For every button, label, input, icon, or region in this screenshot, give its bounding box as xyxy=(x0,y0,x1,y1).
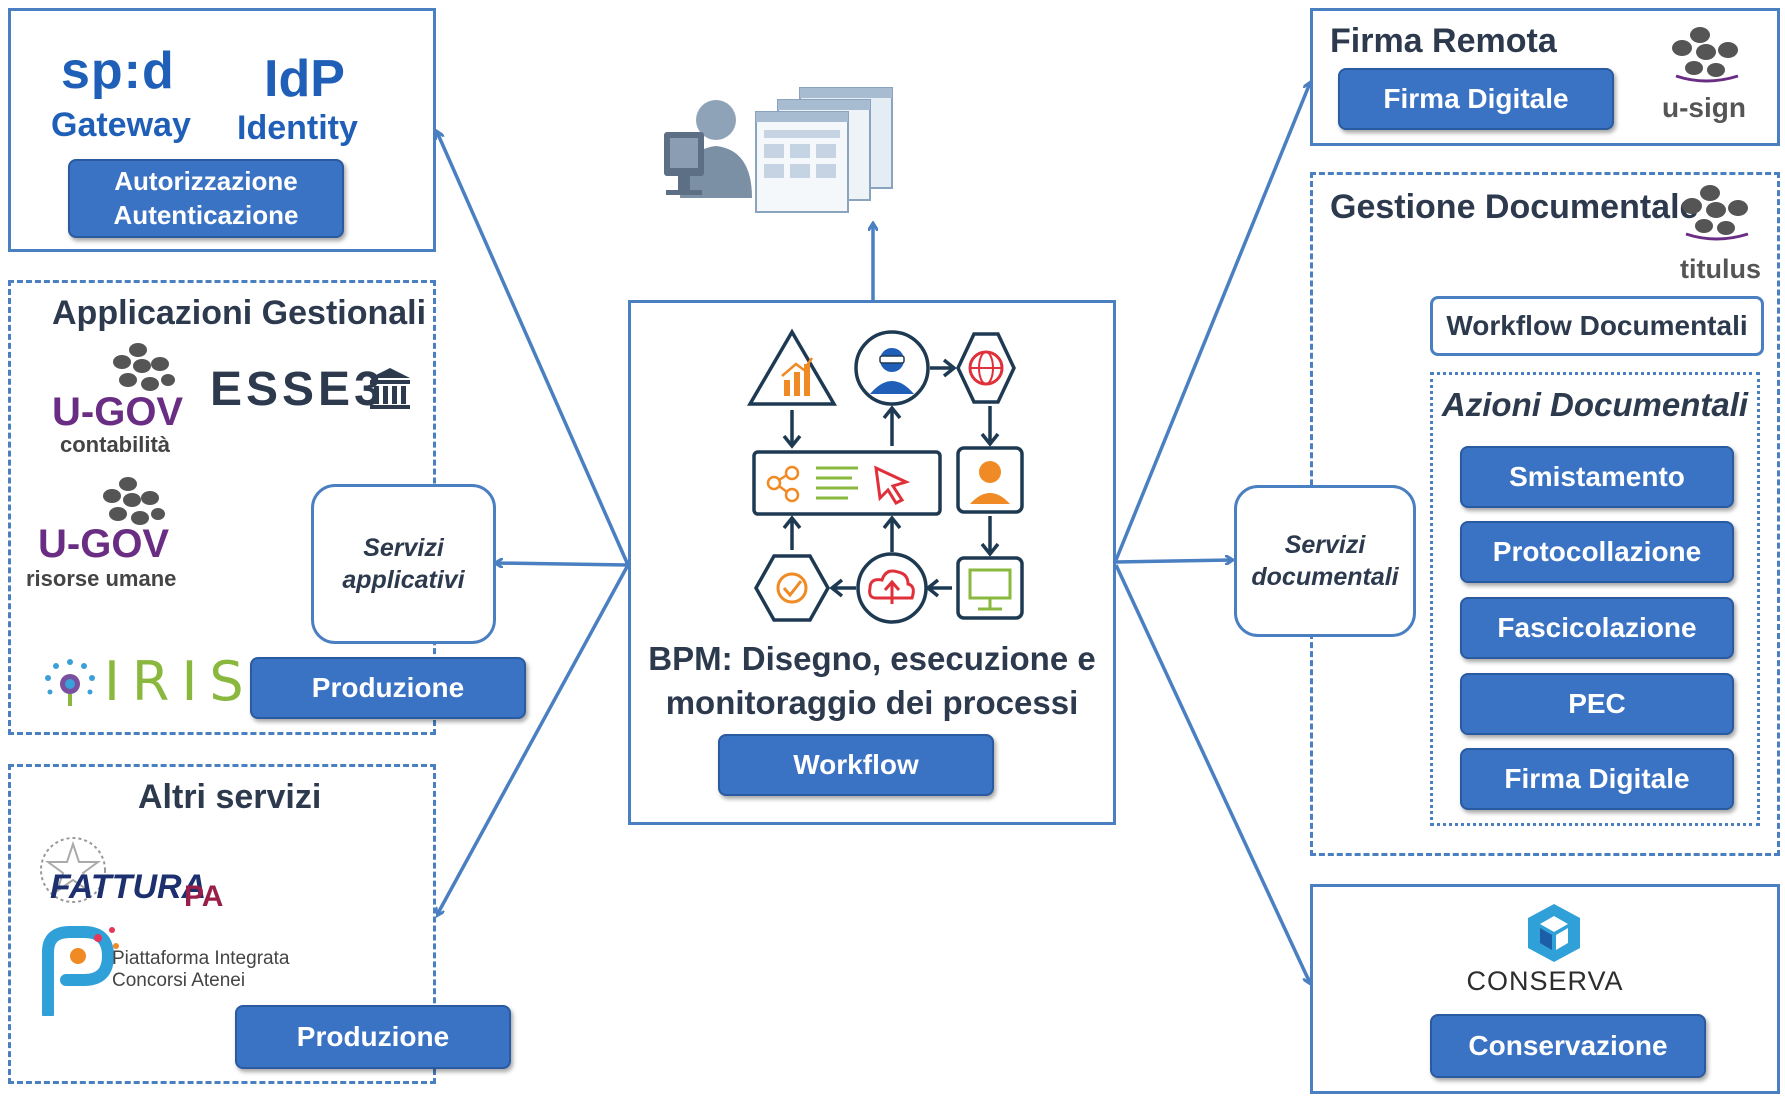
pica-logo-icon xyxy=(42,926,119,1016)
workflow-documentali-label: Workflow Documentali xyxy=(1446,310,1748,341)
smistamento-button[interactable]: Smistamento xyxy=(1460,446,1734,508)
arrow-to-firma xyxy=(1114,83,1310,561)
ugov-ru-sub: risorse umane xyxy=(26,566,177,591)
servizi-applicativi-bubble: Servizi applicativi xyxy=(311,484,496,644)
arrow-to-auth xyxy=(437,132,630,566)
gestionali-produzione-button[interactable]: Produzione xyxy=(250,657,526,719)
arrow-to-documentali xyxy=(1115,560,1232,562)
gestione-documentale-title: Gestione Documentale xyxy=(1330,188,1699,226)
spid-logo: sp:d xyxy=(61,42,175,100)
italian-emblem-icon xyxy=(40,837,106,903)
idp-identity-label: Identity xyxy=(237,109,358,147)
conserva-cube-icon xyxy=(1528,904,1580,962)
fattura-logo: FATTURA xyxy=(50,868,207,906)
altri-title: Altri servizi xyxy=(138,778,322,816)
usign-cloud-icon xyxy=(1672,27,1739,83)
share-list-cursor-icon xyxy=(752,450,942,516)
ugov-ru-cloud-icon xyxy=(103,477,165,525)
workflow-button[interactable]: Workflow xyxy=(718,734,994,796)
fascicolazione-button[interactable]: Fascicolazione xyxy=(1460,597,1734,659)
esse3-logo: ESSE3 xyxy=(210,363,385,416)
firma-remota-title: Firma Remota xyxy=(1330,22,1557,60)
idp-logo: IdP xyxy=(264,50,345,108)
protocollazione-button[interactable]: Protocollazione xyxy=(1460,521,1734,583)
ugov-contabilita-sub: contabilità xyxy=(60,432,171,457)
arrow-to-altri xyxy=(437,564,630,915)
titulus-logo: titulus xyxy=(1680,254,1761,284)
workflow-documentali-box[interactable]: Workflow Documentali xyxy=(1430,296,1764,356)
fattura-pa-logo: PA xyxy=(184,880,224,913)
pica-line1: Piattaforma Integrata xyxy=(112,948,290,969)
check-hexagon-icon xyxy=(753,554,831,622)
arrow-to-gestionali xyxy=(496,563,629,565)
users-web-icon xyxy=(664,87,893,213)
titulus-cloud-icon xyxy=(1682,185,1749,241)
pec-button[interactable]: PEC xyxy=(1460,673,1734,735)
ugov-ru-logo: U-GOV xyxy=(38,522,170,566)
firma-digitale-remota-button[interactable]: Firma Digitale xyxy=(1338,68,1614,130)
ugov-cloud-icon xyxy=(113,343,175,391)
pica-line2: Concorsi Atenei xyxy=(112,970,246,991)
bpm-title-line2: monitoraggio dei processi xyxy=(665,684,1079,721)
altri-produzione-button[interactable]: Produzione xyxy=(235,1005,511,1069)
ugov-contabilita-logo: U-GOV xyxy=(52,390,184,434)
gestionali-title: Applicazioni Gestionali xyxy=(52,294,427,332)
azioni-documentali-title: Azioni Documentali xyxy=(1441,386,1749,423)
usign-logo: u-sign xyxy=(1662,92,1746,123)
spid-gateway-label: Gateway xyxy=(51,106,191,144)
auth-button[interactable]: Autorizzazione Autenticazione xyxy=(68,159,344,238)
university-building-icon xyxy=(370,368,410,409)
conserva-logo: CONSERVA xyxy=(1466,966,1624,996)
servizi-documentali-bubble: Servizi documentali xyxy=(1234,485,1416,637)
arrow-to-conserva xyxy=(1114,564,1310,983)
firma-digitale-button[interactable]: Firma Digitale xyxy=(1460,748,1734,810)
bpm-process-diagram xyxy=(746,328,1024,624)
iris-flower-icon xyxy=(45,659,95,706)
iris-logo: IRIS xyxy=(104,650,256,713)
conservazione-button[interactable]: Conservazione xyxy=(1430,1014,1706,1078)
monitor-icon xyxy=(956,556,1024,620)
bpm-title-line1: BPM: Disegno, esecuzione e xyxy=(648,640,1096,677)
